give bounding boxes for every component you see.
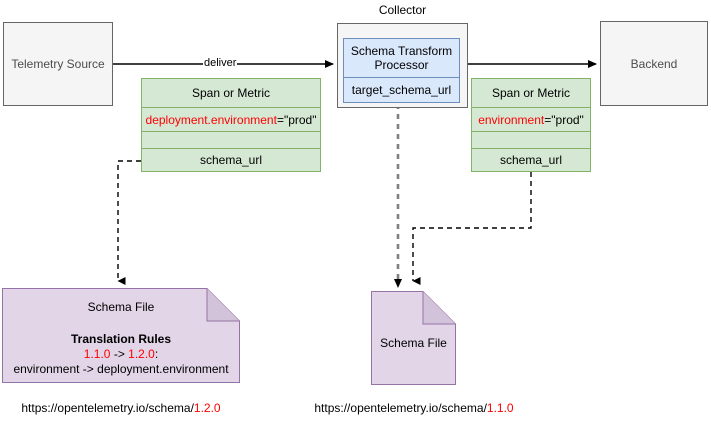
- span-or-metric-left[interactable]: Span or Metric deployment.environment="p…: [141, 78, 321, 172]
- span-left-empty-row: [142, 132, 320, 150]
- translation-rules-mapping: environment -> deployment.environment: [13, 362, 229, 376]
- processor-target-schema-url: target_schema_url: [351, 83, 452, 97]
- telemetry-source-label: Telemetry Source: [11, 57, 105, 71]
- schema-file-center-url-prefix: https://opentelemetry.io/schema/: [314, 401, 487, 415]
- edge-processor-to-schema-file: [394, 104, 402, 288]
- schema-file-center-title: Schema File: [380, 336, 447, 350]
- telemetry-source-node[interactable]: Telemetry Source: [3, 22, 113, 106]
- schema-transform-processor-node[interactable]: Schema Transform Processor target_schema…: [343, 38, 460, 103]
- schema-file-left-url-prefix: https://opentelemetry.io/schema/: [21, 401, 194, 415]
- processor-title: Schema Transform Processor: [344, 39, 459, 78]
- schema-file-left-title: Schema File: [87, 300, 155, 314]
- span-left-schema-url: schema_url: [199, 153, 263, 168]
- span-right-attribute: environment="prod": [472, 108, 590, 132]
- schema-file-left-url-version: 1.2.0: [193, 401, 221, 415]
- translation-rules-versions: 1.1.0 -> 1.2.0:: [2, 347, 240, 362]
- edge-span-left-to-schema-file: [117, 160, 141, 285]
- span-right-attribute-value: ="prod": [544, 112, 584, 127]
- schema-file-left-body: Translation Rules 1.1.0 -> 1.2.0: enviro…: [2, 332, 240, 377]
- schema-file-center-shape: [371, 291, 456, 385]
- span-right-empty-row: [472, 132, 590, 150]
- schema-file-center-url: https://opentelemetry.io/schema/1.1.0: [294, 401, 534, 415]
- rules-colon: :: [154, 347, 159, 361]
- backend-node[interactable]: Backend: [600, 21, 708, 106]
- span-right-title: Span or Metric: [472, 79, 590, 109]
- schema-file-center-url-version: 1.1.0: [486, 401, 514, 415]
- edge-label-deliver: deliver: [203, 57, 238, 70]
- translation-rules-heading: Translation Rules: [70, 332, 172, 346]
- backend-label: Backend: [630, 56, 678, 71]
- schema-file-center-node[interactable]: Schema File: [371, 291, 456, 385]
- span-right-schema-url: schema_url: [499, 153, 563, 168]
- span-left-attribute-value: ="prod": [276, 112, 317, 127]
- rules-from-version: 1.1.0: [83, 347, 111, 361]
- rules-to-version: 1.2.0: [128, 347, 155, 361]
- span-left-attribute: deployment.environment="prod": [142, 108, 320, 132]
- rules-arrow: ->: [110, 347, 129, 361]
- span-left-attribute-key: deployment.environment: [145, 112, 277, 127]
- schema-file-left-shape: [2, 288, 240, 383]
- span-right-attribute-key: environment: [478, 112, 545, 127]
- collector-title: Collector: [378, 3, 427, 17]
- edge-span-right-to-schema-file: [412, 172, 532, 285]
- schema-file-left-node[interactable]: Schema File Translation Rules 1.1.0 -> 1…: [2, 288, 240, 383]
- span-or-metric-right[interactable]: Span or Metric environment="prod" schema…: [471, 78, 591, 172]
- span-left-title: Span or Metric: [142, 79, 320, 109]
- schema-file-left-url: https://opentelemetry.io/schema/1.2.0: [2, 401, 240, 415]
